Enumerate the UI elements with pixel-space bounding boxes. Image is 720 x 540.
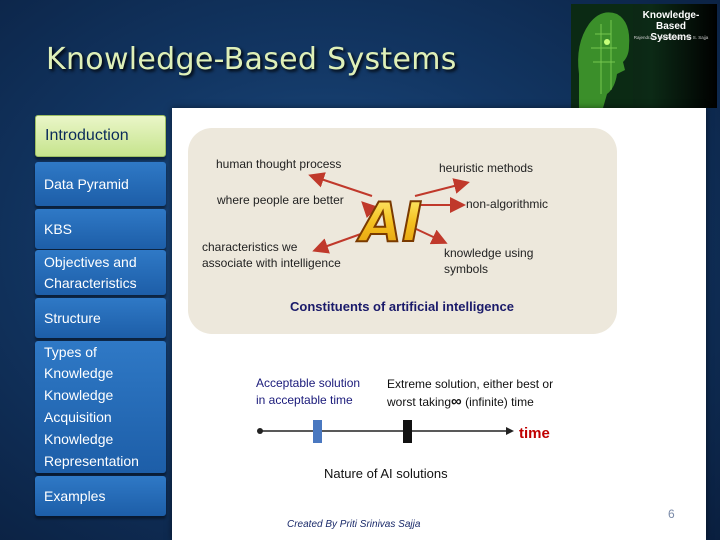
sidebar-item-label: Objectives and bbox=[44, 253, 137, 270]
label-knowledge-line1: knowledge using bbox=[444, 246, 534, 260]
label-knowledge-symbols: knowledge using symbols bbox=[444, 245, 533, 277]
sidebar-item-label: Types of bbox=[44, 343, 97, 360]
book-title-line1: Knowledge-Based bbox=[642, 10, 700, 32]
label-non-algorithmic: non-algorithmic bbox=[466, 197, 549, 211]
label-heuristic: heuristic methods bbox=[439, 161, 534, 175]
sidebar-item-label: Structure bbox=[44, 310, 101, 326]
sidebar-item-label: Acquisition bbox=[44, 409, 112, 425]
footer-credit: Created By Priti Srinivas Sajja bbox=[287, 519, 421, 530]
extreme-line2-pre: worst taking bbox=[387, 395, 452, 409]
sidebar-item-label: Characteristics bbox=[44, 274, 137, 291]
label-characteristics-line2: associate with intelligence bbox=[202, 256, 341, 270]
solutions-caption: Nature of AI solutions bbox=[324, 466, 448, 481]
label-people-better: where people are better bbox=[217, 193, 344, 207]
sidebar-item-introduction[interactable]: Introduction bbox=[35, 115, 166, 157]
sidebar-item-label: Knowledge bbox=[44, 365, 114, 382]
sidebar-item-structure[interactable]: Structure bbox=[35, 298, 166, 338]
extreme-line2-post: (infinite) time bbox=[461, 395, 534, 409]
acceptable-solution-text: Acceptable solution in acceptable time bbox=[256, 375, 360, 409]
label-knowledge-line2: symbols bbox=[444, 262, 489, 276]
acceptable-line1: Acceptable solution bbox=[256, 376, 361, 390]
diagram-caption: Constituents of artificial intelligence bbox=[290, 299, 514, 314]
label-characteristics-line1: characteristics we bbox=[202, 240, 298, 254]
sidebar-item-data-pyramid[interactable]: Data Pyramid bbox=[35, 162, 166, 206]
slide-title: Knowledge-Based Systems bbox=[46, 42, 457, 77]
extreme-solution-text: Extreme solution, either best or worst t… bbox=[387, 376, 553, 411]
sidebar-item-kbs[interactable]: KBS bbox=[35, 209, 166, 249]
book-title-line2: Systems bbox=[650, 32, 692, 43]
ai-diagram-panel bbox=[188, 128, 617, 334]
sidebar-item-label: Representation bbox=[44, 452, 139, 469]
extreme-line1: Extreme solution, either best or bbox=[387, 377, 554, 391]
page-number: 6 bbox=[668, 507, 675, 521]
acceptable-line2: in acceptable time bbox=[256, 393, 353, 407]
sidebar-item-examples[interactable]: Examples bbox=[35, 476, 166, 516]
book-title: Knowledge-Based Systems bbox=[628, 10, 714, 43]
extreme-line2: worst taking∞ (infinite) time bbox=[387, 393, 553, 411]
sidebar-item-label: Examples bbox=[44, 488, 106, 504]
sidebar-item-label: Data Pyramid bbox=[44, 176, 129, 192]
sidebar-item-objectives[interactable]: Objectives and Characteristics bbox=[35, 250, 166, 295]
book-cover-image: Knowledge-Based Systems Rajendra A. Aker… bbox=[571, 4, 717, 108]
sidebar-item-label: KBS bbox=[44, 221, 73, 237]
sidebar-item-label: Introduction bbox=[45, 127, 129, 144]
sidebar-item-label: Knowledge bbox=[44, 387, 114, 404]
label-human-thought: human thought process bbox=[216, 157, 342, 171]
sidebar-item-label: Knowledge bbox=[44, 430, 114, 447]
time-axis-label: time bbox=[519, 425, 550, 442]
book-authors: Rajendra A. Akerkar and Priti S. Sajja bbox=[633, 35, 709, 40]
green-face-graphic bbox=[571, 4, 633, 108]
sidebar-item-knowledge-group[interactable]: Types of Knowledge Knowledge Acquisition… bbox=[35, 341, 166, 473]
label-characteristics: characteristics we associate with intell… bbox=[202, 239, 341, 271]
infinity-symbol: ∞ bbox=[451, 393, 462, 410]
